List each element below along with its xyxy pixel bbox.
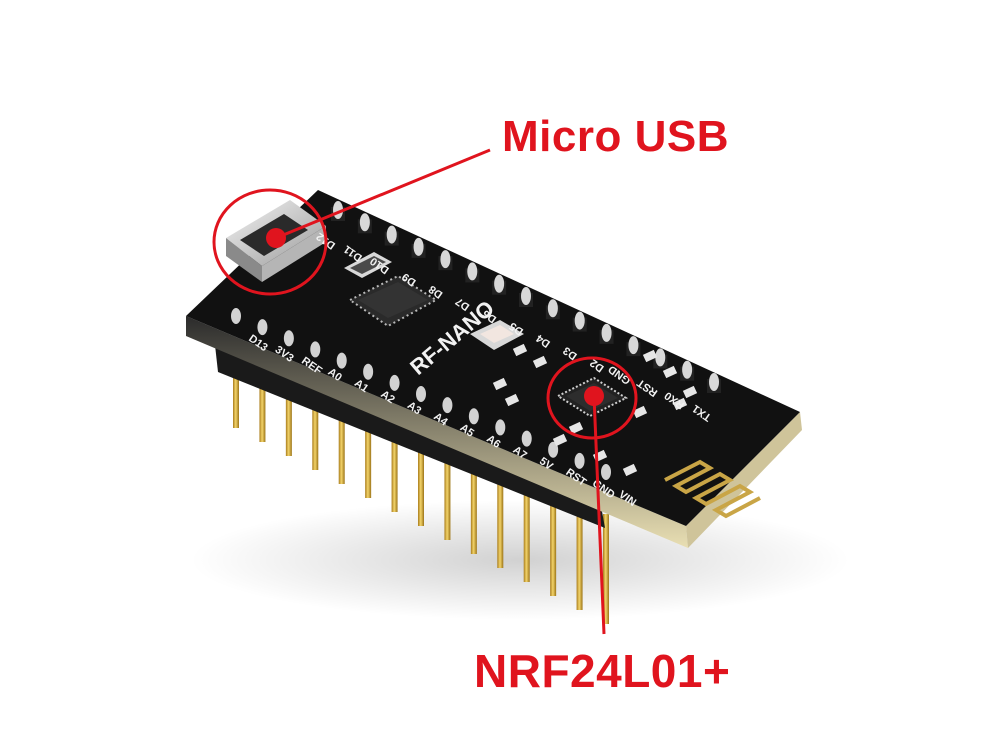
reset-button	[470, 320, 524, 350]
bottom-header-legs	[233, 358, 609, 624]
pin-tip	[495, 419, 506, 436]
pin-tip	[440, 250, 451, 269]
crystal-oscillator	[344, 252, 392, 278]
pcb-edge	[186, 316, 688, 548]
header-leg	[550, 491, 557, 596]
smd-part	[504, 393, 520, 407]
top-header-pins	[331, 201, 721, 393]
board-shadow	[190, 500, 850, 620]
pin-tip	[628, 336, 639, 355]
pin-tip	[413, 237, 424, 256]
pin-tip	[283, 330, 294, 347]
header-leg	[576, 502, 583, 610]
smd-part	[622, 463, 638, 477]
header-leg	[603, 514, 609, 624]
header-leg	[259, 369, 266, 442]
smd-part	[632, 405, 648, 419]
pin-tip	[521, 430, 532, 447]
nrf-callout-circle	[546, 356, 638, 440]
header-leg	[391, 424, 398, 512]
header-leg	[523, 480, 530, 582]
smd-part	[492, 377, 508, 391]
smd-part	[682, 385, 698, 399]
pin-tip	[574, 452, 585, 469]
usb-leader-line	[275, 148, 491, 240]
pin-tip	[363, 363, 374, 380]
pin-tip	[548, 441, 559, 458]
pin-tip	[416, 386, 426, 402]
callout-overlay	[212, 148, 638, 635]
smd-part	[568, 421, 584, 435]
pin-tip	[655, 348, 666, 367]
pin-tip	[359, 213, 370, 232]
pcb-antenna	[664, 459, 761, 519]
nrf-leader-line	[592, 395, 606, 635]
pin-tip	[231, 308, 241, 324]
smd-part	[512, 343, 528, 357]
mcu-chip	[348, 274, 438, 328]
header-leg	[418, 436, 424, 526]
header-leg	[285, 380, 292, 456]
bottom-header-pin-heads	[231, 308, 611, 480]
header-leg	[444, 447, 451, 540]
nrf24l01-callout-label: NRF24L01+	[474, 645, 731, 697]
micro-usb-callout-label: Micro USB	[502, 112, 729, 161]
pin-tip	[467, 262, 478, 281]
smd-part	[532, 355, 548, 369]
header-leg	[233, 358, 239, 428]
header-leg	[470, 458, 477, 554]
pin-tip	[494, 274, 505, 293]
smd-components	[492, 343, 698, 477]
header-leg	[497, 469, 504, 568]
pin-tip	[310, 341, 321, 358]
pin-tip	[709, 373, 719, 391]
smd-part	[642, 349, 658, 363]
pin-tip	[521, 287, 531, 305]
pcb-board	[186, 190, 800, 526]
bottom-header-strip	[215, 345, 605, 528]
usb-callout-circle	[212, 188, 328, 296]
pin-tip	[601, 323, 612, 342]
pin-tip	[601, 464, 611, 480]
header-leg	[365, 413, 372, 498]
header-leg	[338, 402, 345, 484]
pin-tip	[682, 360, 693, 379]
pin-tip	[386, 225, 397, 244]
pin-tip	[442, 397, 453, 414]
smd-part	[552, 433, 568, 447]
header-leg	[312, 391, 319, 470]
pin-tip	[574, 311, 585, 330]
smd-part	[662, 365, 678, 379]
smd-part	[672, 397, 688, 411]
pin-tip	[257, 319, 268, 336]
pin-tip	[336, 352, 347, 369]
pcb-edge-right	[686, 412, 802, 548]
pin-tip	[547, 299, 558, 318]
pin-tip	[389, 374, 400, 391]
pin-tip	[468, 408, 479, 425]
